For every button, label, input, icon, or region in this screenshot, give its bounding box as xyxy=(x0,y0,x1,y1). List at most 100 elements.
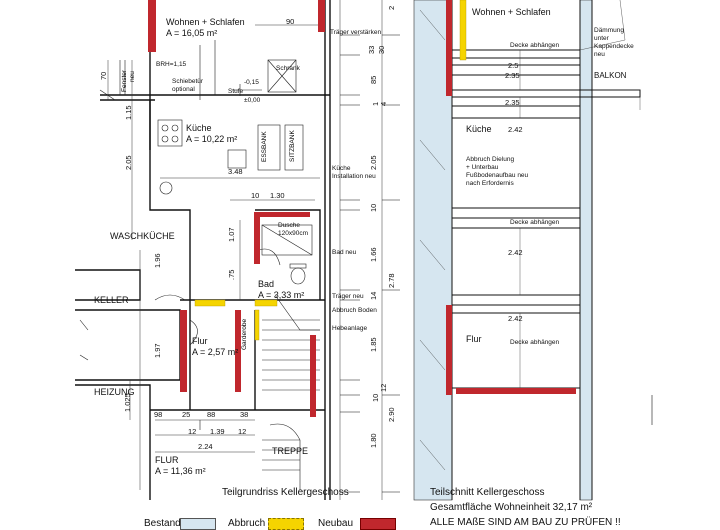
room-name-flur: Flur xyxy=(192,336,208,346)
section-balkon: BALKON xyxy=(594,71,627,80)
abbruch-segment-2 xyxy=(254,299,278,307)
neubau-wall-3 xyxy=(254,212,260,264)
section-caption: Teilschnitt Kellergeschoss xyxy=(430,487,545,498)
section-dim-a: 2.5 xyxy=(508,61,519,70)
section-abbruch-3: Fußbodenaufbau neu xyxy=(466,172,529,179)
neubau-wall-6 xyxy=(235,310,241,392)
room-area-flur2: A = 11,36 m² xyxy=(155,466,206,476)
legend-label-bestand: Bestand xyxy=(144,518,181,529)
neubau-wall-7 xyxy=(310,335,316,417)
room-name-heizung: HEIZUNG xyxy=(94,387,135,397)
legend-swatch-abbruch xyxy=(268,518,304,530)
note-brh: BRH=1,15 xyxy=(156,61,187,68)
note-dusche-2: 120x90cm xyxy=(278,230,308,237)
elevation-mark-2: -0,15 xyxy=(244,79,259,86)
rdim-2: 85 xyxy=(369,75,378,84)
section-neubau-1 xyxy=(446,0,452,96)
note-fenster-2: neu xyxy=(129,71,136,82)
dim-38: 38 xyxy=(240,410,249,419)
rdim-9: 1.85 xyxy=(369,337,378,352)
note-traeger-verstaerken: Träger verstärken xyxy=(330,29,382,36)
rdim-8: 14 xyxy=(369,291,378,300)
room-name-wohnen: Wohnen + Schlafen xyxy=(166,17,245,27)
section-room-kueche: Küche xyxy=(466,124,492,134)
section-abbruch-1: Abbruch Dielung xyxy=(466,156,515,163)
section-decke-abhaengen-2: Decke abhängen xyxy=(510,219,560,226)
section-abbruch-4: nach Erfordernis xyxy=(466,180,514,187)
rdim-15: 2 xyxy=(387,5,396,10)
room-area-flur: A = 2,57 m² xyxy=(192,347,239,357)
legend-swatch-bestand xyxy=(180,518,216,530)
abbruch-segment-3 xyxy=(254,309,260,341)
section-existing-wall xyxy=(413,0,453,501)
legend-label-abbruch: Abbruch xyxy=(228,518,266,529)
room-area-wohnen: A = 16,05 m² xyxy=(166,28,218,38)
section-dim-d: 2.42 xyxy=(508,125,523,134)
section-daemmung-4: neu xyxy=(594,51,605,58)
room-name-keller: KELLER xyxy=(94,295,129,305)
elevation-mark-1: ±0,00 xyxy=(244,97,261,104)
room-name-treppe: TREPPE xyxy=(272,446,309,456)
note-fenster-1: Fenster xyxy=(121,69,128,92)
section-dim-b: 2.35 xyxy=(505,71,520,80)
dim-v-1-97: 1.97 xyxy=(153,343,162,358)
dim-v-70: 70 xyxy=(99,71,108,80)
rdim-0: 33 xyxy=(367,45,376,54)
rdim-10: 10 xyxy=(371,393,380,402)
neubau-wall-5 xyxy=(180,310,187,392)
section-decke-abhaengen-1: Decke abhängen xyxy=(510,42,560,49)
dim-v-1-07: 1.07 xyxy=(227,227,236,242)
dim-2-24: 2.24 xyxy=(198,442,213,451)
section-room-flur: Flur xyxy=(466,334,482,344)
section-dim-c: 2.35 xyxy=(505,98,520,107)
note-kueche-installation-2: Installation neu xyxy=(332,173,376,180)
dim-v-2-05: 2.05 xyxy=(124,155,133,170)
dim-12a: 12 xyxy=(188,427,197,436)
note-schrank: Schrank xyxy=(276,65,300,72)
total-area-caption: Gesamtfläche Wohneinheit 32,17 m² xyxy=(430,502,593,513)
section-daemmung-1: Dämmung xyxy=(594,27,624,34)
dim-3-48: 3.48 xyxy=(228,167,243,176)
dim-12b: 12 xyxy=(238,427,247,436)
room-name-kueche: Küche xyxy=(186,123,212,133)
dim-v-75: .75 xyxy=(227,269,236,280)
section-dim-f: 2.42 xyxy=(508,314,523,323)
rdim-14: 2.90 xyxy=(387,407,396,422)
dim-1-39: 1.39 xyxy=(210,427,225,436)
note-garderobe: Garderobe xyxy=(241,318,248,350)
section-decke-abhaengen-3: Decke abhängen xyxy=(510,339,560,346)
note-sitzbank: SITZBANK xyxy=(289,130,296,162)
dim-v-1-15: 1.15 xyxy=(124,105,133,120)
neubau-wall-4 xyxy=(254,212,310,217)
rdim-12: 1.80 xyxy=(369,433,378,448)
note-essbank: ESSBANK xyxy=(261,131,268,162)
section-daemmung-2: unter xyxy=(594,35,609,42)
section-dim-e: 2.42 xyxy=(508,248,523,257)
dim-v-1-96: 1.96 xyxy=(153,253,162,268)
note-kueche-installation-1: Küche xyxy=(332,165,351,172)
note-abbruch-boden: Abbruch Boden xyxy=(332,307,377,314)
note-bad-neu: Bad neu xyxy=(332,249,357,256)
section-abbruch-2: + Unterbau xyxy=(466,164,499,171)
dim-88: 88 xyxy=(207,410,216,419)
section-room-wohnen: Wohnen + Schlafen xyxy=(472,7,551,17)
dim-v-1-025: 1.025 xyxy=(123,393,132,412)
rdim-4: 4 xyxy=(379,101,388,106)
abbruch-segment-1 xyxy=(194,299,226,307)
note-stufe: Stufe xyxy=(228,88,244,95)
verification-note: ALLE MAßE SIND AM BAU ZU PRÜFEN !! xyxy=(430,517,621,528)
dim-98: 98 xyxy=(154,410,163,419)
section-abbruch-1 xyxy=(459,0,467,61)
note-dusche-1: Dusche xyxy=(278,222,301,229)
note-schiebetuer-2: optional xyxy=(172,86,195,93)
section-daemmung-3: Kappendecke xyxy=(594,43,634,50)
dim-90: 90 xyxy=(286,17,295,26)
rdim-6: 10 xyxy=(369,203,378,212)
plan-caption: Teilgrundriss Kellergeschoss xyxy=(222,487,349,498)
note-traeger-neu: Träger neu xyxy=(332,293,364,300)
section-neubau-2 xyxy=(456,388,576,394)
rdim-13: 2.78 xyxy=(387,273,396,288)
note-hebeanlage: Hebeanlage xyxy=(332,325,368,332)
room-area-bad: A = 3,33 m² xyxy=(258,290,305,300)
